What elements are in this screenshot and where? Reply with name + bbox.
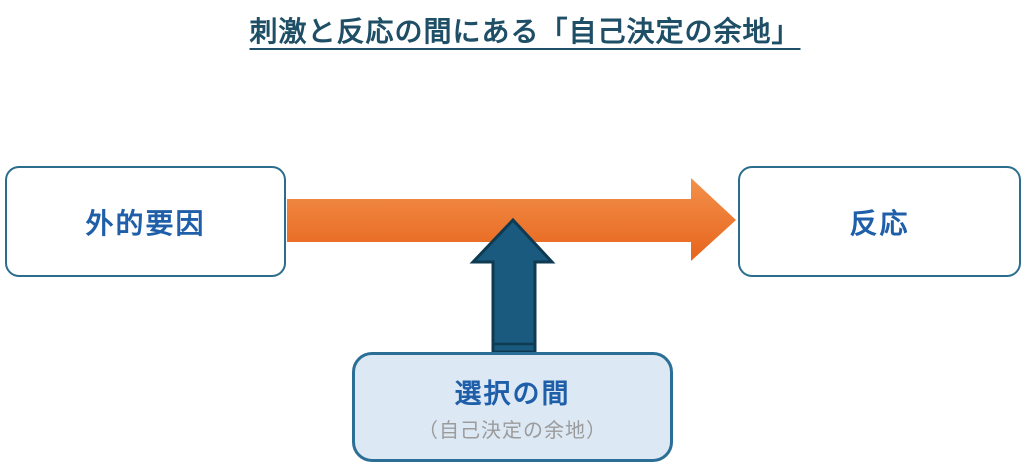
choice-box-label: 選択の間: [454, 378, 571, 409]
choice-box: 選択の間 （自己決定の余地）: [352, 352, 673, 462]
diagram-title: 刺激と反応の間にある「自己決定の余地」: [249, 16, 801, 47]
response-box: 反応: [738, 166, 1021, 277]
choice-box-sublabel: （自己決定の余地）: [418, 419, 607, 442]
stimulus-box: 外的要因: [5, 166, 286, 277]
response-box-label: 反応: [849, 207, 910, 239]
stimulus-box-label: 外的要因: [85, 207, 206, 239]
